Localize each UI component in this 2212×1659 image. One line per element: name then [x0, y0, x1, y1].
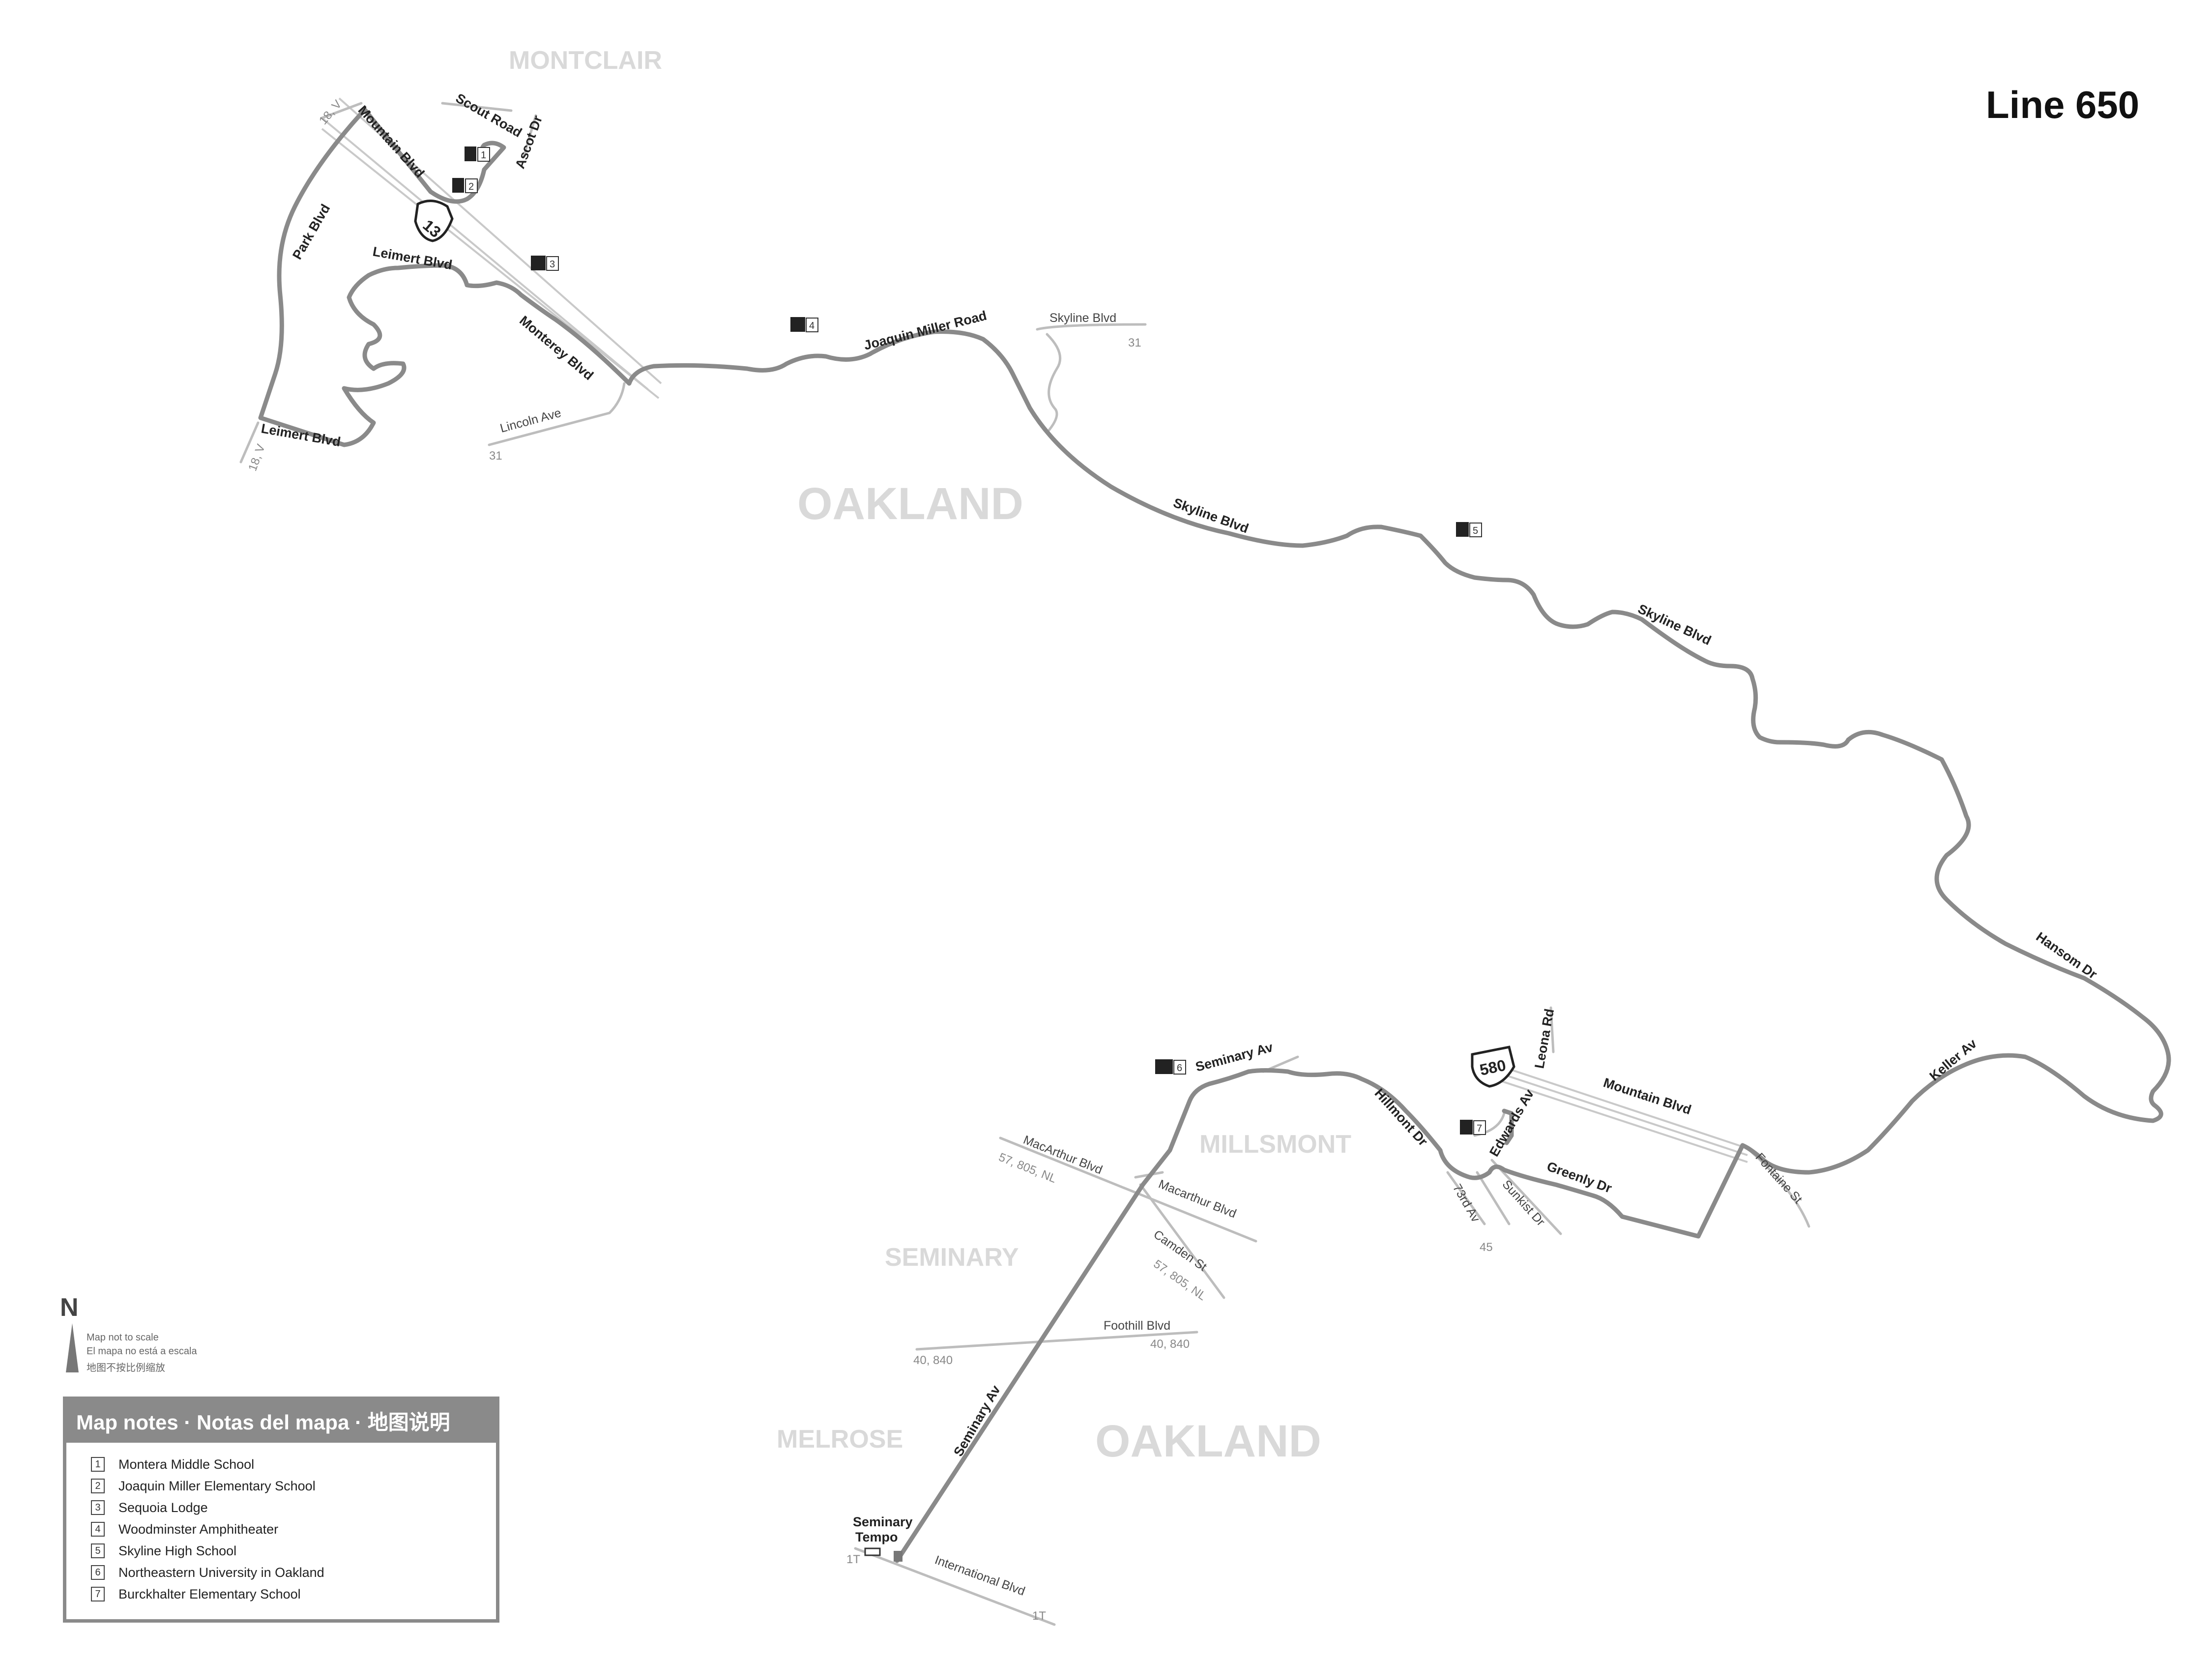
legend-item: 5 Skyline High School [91, 1540, 496, 1562]
scale-note-zh: 地图不按比例缩放 [87, 1363, 165, 1373]
stop-label-tempo: Tempo [855, 1530, 898, 1544]
street-label-73rd-av: 73rd Av [1450, 1182, 1483, 1224]
legend-label: Sequoia Lodge [118, 1500, 208, 1515]
street-label-scout-road: Scout Road [453, 90, 524, 140]
marker-1[interactable]: 1 [465, 146, 490, 162]
legend-item: 4 Woodminster Amphitheater [91, 1518, 496, 1540]
marker-6[interactable]: 6 [1155, 1059, 1186, 1075]
connection-label-1t-left: 1T [846, 1553, 860, 1566]
legend-item: 6 Northeastern University in Oakland [91, 1562, 496, 1583]
street-label-leimert-blvd-lower: Leimert Blvd [260, 421, 342, 449]
area-label-montclair: MONTCLAIR [509, 46, 662, 75]
svg-text:1: 1 [481, 150, 486, 161]
street-label-international-blvd: International Blvd [933, 1553, 1027, 1598]
north-arrow-icon [66, 1323, 79, 1372]
marker-5[interactable]: 5 [1456, 522, 1482, 537]
legend-item: 1 Montera Middle School [91, 1454, 496, 1475]
street-label-foothill-blvd: Foothill Blvd [1104, 1319, 1170, 1333]
street-label-edwards-av: Edwards Av [1486, 1087, 1537, 1159]
street-label-macarthur-blvd-2: Macarthur Blvd [1157, 1177, 1238, 1221]
street-label-joaquin-miller-road: Joaquin Miller Road [862, 308, 988, 353]
connection-label-31-skyline: 31 [1128, 336, 1141, 349]
legend-list: 1 Montera Middle School 2 Joaquin Miller E… [91, 1454, 496, 1605]
connection-label-18v-bottom: 18, V [246, 442, 268, 473]
legend-num: 6 [91, 1565, 105, 1580]
legend-label: Woodminster Amphitheater [118, 1521, 279, 1537]
connection-label-1t-right: 1T [1032, 1609, 1046, 1623]
map-notes-legend: Map notes · Notas del mapa · 地图说明 1 Monte… [63, 1397, 499, 1623]
legend-num: 4 [91, 1522, 105, 1537]
street-label-monterey-blvd: Monterey Blvd [517, 313, 596, 383]
svg-text:3: 3 [550, 259, 555, 270]
seminary-tempo-stop-icon[interactable] [864, 1547, 902, 1562]
street-label-fontaine-st: Fontaine St [1753, 1150, 1805, 1206]
interstate-580-shield: 580 [1471, 1046, 1515, 1088]
street-label-hillmont-dr: Hillmont Dr [1372, 1086, 1431, 1149]
legend-item: 7 Burckhalter Elementary School [91, 1583, 496, 1605]
marker-3[interactable]: 3 [531, 256, 559, 271]
svg-text:5: 5 [1473, 525, 1478, 536]
legend-num: 3 [91, 1500, 105, 1515]
street-label-park-blvd: Park Blvd [290, 202, 333, 262]
street-label-mountain-blvd-north: Mountain Blvd [355, 103, 428, 180]
svg-text:7: 7 [1477, 1123, 1482, 1134]
area-label-oakland-south: OAKLAND [1095, 1416, 1321, 1466]
legend-item: 2 Joaquin Miller Elementary School [91, 1475, 496, 1497]
area-label-millsmont: MILLSMONT [1199, 1130, 1351, 1159]
legend-label: Joaquin Miller Elementary School [118, 1478, 316, 1493]
scale-note-es: El mapa no está a escala [87, 1346, 197, 1357]
legend-num: 7 [91, 1587, 105, 1601]
svg-text:6: 6 [1177, 1063, 1182, 1074]
area-label-melrose: MELROSE [777, 1425, 903, 1454]
marker-2[interactable]: 2 [452, 178, 478, 193]
highway-13-shield: 13 [414, 200, 454, 242]
connection-label-31-lincoln: 31 [489, 449, 502, 463]
legend-num: 1 [91, 1457, 105, 1472]
street-label-hansom-dr: Hansom Dr [2034, 929, 2100, 982]
street-label-lincoln-ave: Lincoln Ave [498, 406, 562, 436]
cross-streets [239, 102, 1810, 1626]
stop-label-seminary: Seminary [853, 1514, 913, 1529]
legend-label: Montera Middle School [118, 1456, 255, 1472]
highway-580 [1472, 1056, 1748, 1163]
legend-label: Burckhalter Elementary School [118, 1586, 301, 1601]
line-title: Line 650 [1986, 83, 2140, 126]
street-label-skyline-blvd-side: Skyline Blvd [1049, 311, 1116, 325]
north-letter: N [60, 1293, 79, 1322]
legend-item: 3 Sequoia Lodge [91, 1497, 496, 1518]
marker-4[interactable]: 4 [790, 317, 818, 332]
connection-label-foothill-right: 40, 840 [1150, 1338, 1190, 1351]
svg-text:2: 2 [468, 181, 474, 192]
scale-note-en: Map not to scale [87, 1332, 159, 1343]
route-line-650[interactable] [258, 107, 2171, 1563]
legend-label: Skyline High School [118, 1543, 237, 1558]
area-label-oakland-north: OAKLAND [797, 479, 1023, 529]
legend-label: Northeastern University in Oakland [118, 1565, 324, 1580]
legend-header: Map notes · Notas del mapa · 地图说明 [66, 1400, 496, 1443]
connection-label-45: 45 [1480, 1241, 1493, 1254]
svg-text:4: 4 [809, 320, 815, 331]
street-label-seminary-av: Seminary Av [951, 1383, 1003, 1459]
area-label-seminary: SEMINARY [885, 1243, 1019, 1272]
north-arrow: N Map not to scale El mapa no está a esc… [59, 1293, 256, 1376]
marker-7[interactable]: 7 [1460, 1120, 1486, 1135]
legend-num: 5 [91, 1543, 105, 1558]
street-label-ascot-dr: Ascot Dr [512, 114, 545, 171]
legend-num: 2 [91, 1479, 105, 1493]
connection-label-foothill-left: 40, 840 [913, 1354, 953, 1367]
